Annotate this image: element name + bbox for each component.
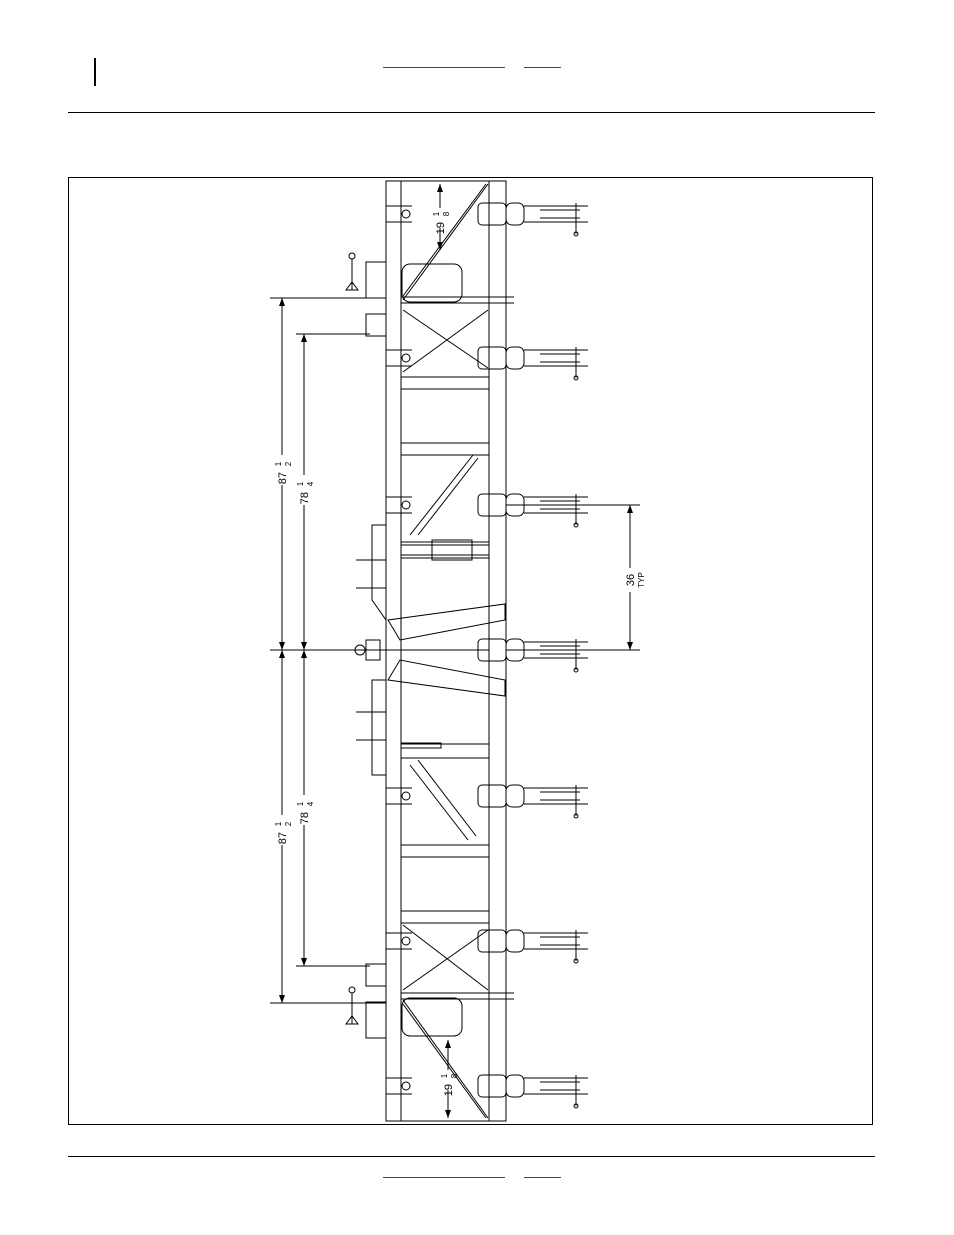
svg-text:78: 78 [299, 812, 311, 824]
svg-text:1: 1 [296, 481, 305, 486]
dim-top-offset: 19 1 8 [432, 211, 451, 234]
frame-outline [386, 181, 506, 1121]
dim-row-spacing: 36 TYP [625, 572, 646, 588]
dim-upper-outer: 87 1 2 [274, 461, 293, 484]
dim-lower-outer: 87 1 2 [274, 821, 293, 844]
row-unit-2 [386, 347, 588, 380]
svg-text:1: 1 [432, 211, 441, 216]
svg-text:19: 19 [435, 222, 447, 234]
svg-text:1: 1 [440, 1073, 449, 1078]
svg-text:87: 87 [277, 472, 289, 484]
svg-text:TYP: TYP [637, 572, 646, 588]
dim-lower-inner: 78 1 4 [296, 801, 315, 824]
svg-text:2: 2 [284, 821, 293, 826]
svg-text:8: 8 [450, 1073, 459, 1078]
row-unit-7 [386, 1075, 588, 1108]
row-unit-1 [386, 203, 588, 236]
footer-link-2[interactable] [524, 1165, 561, 1178]
footer-link-1[interactable] [383, 1165, 505, 1178]
svg-text:4: 4 [306, 801, 315, 806]
svg-text:2: 2 [284, 461, 293, 466]
svg-text:19: 19 [443, 1084, 455, 1096]
svg-text:1: 1 [274, 461, 283, 466]
dim-upper-inner: 78 1 4 [296, 481, 315, 504]
svg-text:36: 36 [625, 574, 637, 586]
svg-text:78: 78 [299, 492, 311, 504]
svg-text:1: 1 [296, 801, 305, 806]
footer-rule [68, 1156, 875, 1157]
svg-text:4: 4 [306, 481, 315, 486]
svg-text:87: 87 [277, 832, 289, 844]
row-unit-4 [478, 639, 588, 672]
row-unit-3 [386, 494, 588, 527]
dim-bottom-offset: 19 1 8 [440, 1073, 459, 1096]
svg-text:1: 1 [274, 821, 283, 826]
svg-text:8: 8 [442, 211, 451, 216]
row-unit-5 [386, 785, 588, 818]
